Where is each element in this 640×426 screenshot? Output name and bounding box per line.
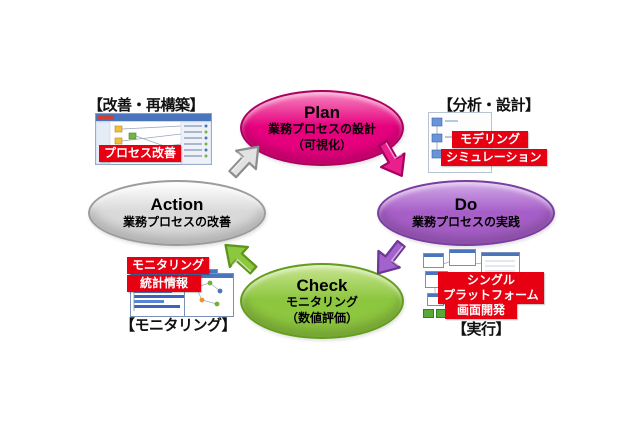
arrow-check-to-action-icon [206,224,274,292]
badge-statistics: 統計情報 [127,275,201,292]
arrow-plan-to-do-icon [359,126,425,192]
node-plan: Plan 業務プロセスの設計 （可視化） [240,90,404,166]
badge-single-platform: シングル プラットフォーム [438,272,544,304]
badge-simulation: シミュレーション [441,149,547,166]
label-improvement-rebuild: 【改善・再構築】 [88,97,205,114]
label-monitoring: 【モニタリング】 [120,317,237,334]
arrow-do-to-check-icon [356,224,423,291]
node-check-line-2: （数値評価） [285,310,358,325]
node-do-title: Do [454,195,478,215]
arrow-action-to-plan-icon [211,127,279,195]
node-action-title: Action [150,195,204,215]
node-action-line-1: 業務プロセスの改善 [122,214,231,229]
badge-screen-development: 画面開発 [445,302,517,319]
badge-process-improvement: プロセス改善 [99,145,182,162]
label-analysis-design: 【分析・設計】 [438,97,540,114]
badge-modeling: モデリング [452,131,528,148]
screenshot-execution-cluster [423,249,520,318]
label-execution: 【実行】 [452,321,511,338]
node-plan-line-2: （可視化） [291,137,352,152]
node-do: Do 業務プロセスの実践 [377,180,555,246]
node-plan-line-1: 業務プロセスの設計 [267,122,376,137]
badge-monitoring: モニタリング [127,257,210,274]
node-check: Check モニタリング （数値評価） [240,263,404,339]
node-do-line-1: 業務プロセスの実践 [411,214,520,229]
node-plan-title: Plan [304,102,340,122]
node-check-title: Check [296,275,348,295]
node-action: Action 業務プロセスの改善 [88,180,266,246]
node-check-line-1: モニタリング [285,295,358,310]
